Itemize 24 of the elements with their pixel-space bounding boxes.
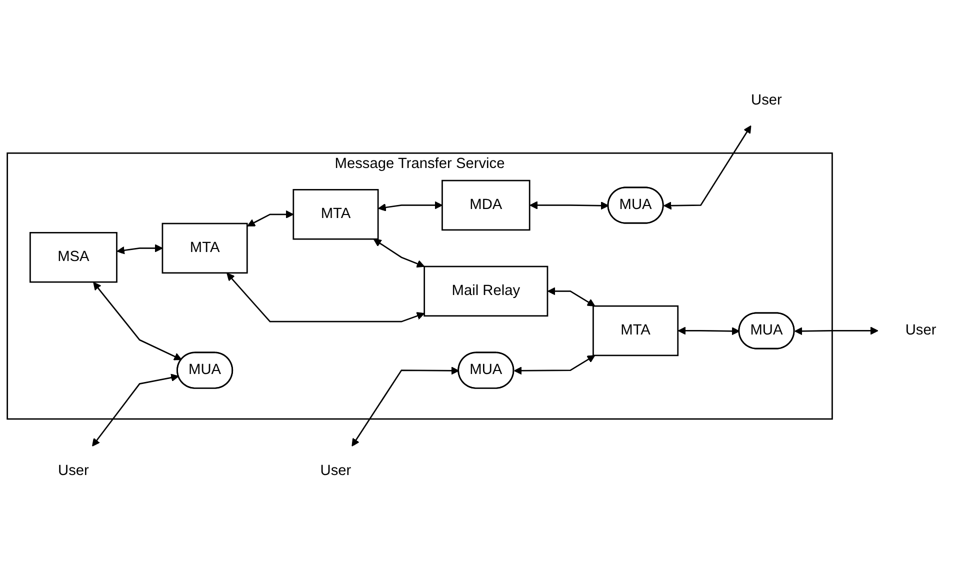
arrow xyxy=(373,239,425,268)
arrow xyxy=(92,374,179,447)
node-text: User xyxy=(58,463,89,479)
arrow xyxy=(530,202,609,210)
node-box: MTA xyxy=(292,189,379,240)
node-box: MSA xyxy=(30,232,118,284)
arrow xyxy=(378,202,443,212)
arrow xyxy=(247,210,294,227)
arrow xyxy=(226,273,425,323)
arrow xyxy=(547,288,596,307)
arrow xyxy=(514,356,596,376)
node-box: MTA xyxy=(592,306,679,357)
node-box: Mail Relay xyxy=(424,266,548,317)
node-box: MTA xyxy=(162,223,248,274)
node-text: User xyxy=(905,322,936,338)
arrow xyxy=(794,327,878,336)
arrow xyxy=(93,282,182,361)
node-box: MDA xyxy=(442,180,530,232)
arrow xyxy=(678,327,740,336)
node-text: User xyxy=(751,93,782,109)
arrow xyxy=(664,126,752,210)
node-text: User xyxy=(320,463,352,479)
arrow xyxy=(116,244,163,255)
arrow xyxy=(352,367,460,447)
